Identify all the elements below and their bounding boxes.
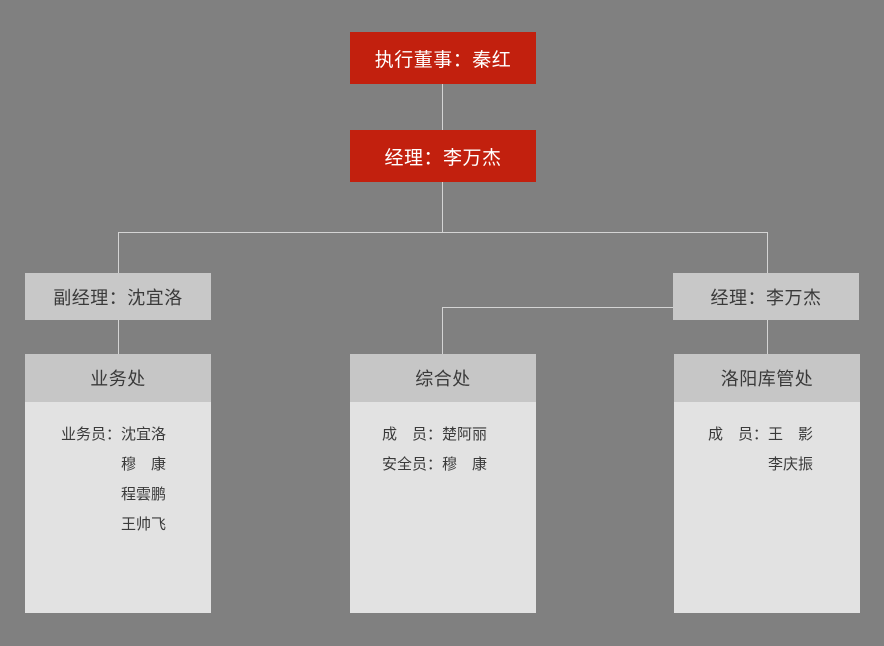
connector-manager-down: [442, 182, 443, 232]
member-row: 成 员： 楚阿丽: [350, 420, 536, 450]
connector-left-branch-to-dept: [118, 320, 119, 354]
member-name: 沈宜洛: [121, 426, 167, 443]
member-name: 楚阿丽: [442, 426, 488, 443]
member-name: 李庆振: [768, 456, 814, 473]
member-name: 王帅飞: [121, 516, 167, 533]
connector-executive-to-manager: [442, 84, 443, 130]
member-row: 安全员： 穆 康: [350, 450, 536, 480]
department-panel-general[interactable]: 综合处 成 员： 楚阿丽 安全员： 穆 康: [350, 354, 536, 613]
member-row: 程雲鹏: [25, 480, 211, 510]
node-deputy-manager[interactable]: 副经理：沈宜洛: [25, 273, 211, 320]
member-role: [61, 510, 121, 540]
member-row: 王帅飞: [25, 510, 211, 540]
connector-bus-middle: [442, 307, 675, 308]
node-manager-label: 经理：李万杰: [384, 147, 502, 169]
department-panel-luoyang-warehouse[interactable]: 洛阳库管处 成 员： 王 影 李庆振: [674, 354, 860, 613]
member-row: 业务员： 沈宜洛: [25, 420, 211, 450]
member-name: 王 影: [768, 426, 814, 443]
department-members-luoyang-warehouse: 成 员： 王 影 李庆振: [674, 402, 860, 613]
connector-bus-to-left-branch: [118, 232, 119, 273]
node-branch-manager[interactable]: 经理：李万杰: [673, 273, 859, 320]
member-role: 成 员：: [382, 426, 443, 443]
member-role: [708, 450, 768, 480]
department-title-business: 业务处: [25, 354, 211, 402]
member-row: 成 员： 王 影: [674, 420, 860, 450]
member-name: 穆 康: [442, 456, 488, 473]
member-name: 穆 康: [121, 456, 167, 473]
connector-bus-top: [118, 232, 768, 233]
connector-bus-to-right-branch: [767, 232, 768, 273]
member-role: 成 员：: [708, 426, 769, 443]
department-title-luoyang-warehouse: 洛阳库管处: [674, 354, 860, 402]
member-role: 安全员：: [382, 456, 443, 473]
node-executive-director-label: 执行董事：秦红: [374, 49, 512, 71]
member-name: 程雲鹏: [121, 486, 167, 503]
department-title-general: 综合处: [350, 354, 536, 402]
node-deputy-manager-label: 副经理：沈宜洛: [53, 287, 183, 308]
node-manager[interactable]: 经理：李万杰: [350, 130, 536, 182]
department-members-general: 成 员： 楚阿丽 安全员： 穆 康: [350, 402, 536, 613]
member-row: 李庆振: [674, 450, 860, 480]
node-branch-manager-label: 经理：李万杰: [710, 287, 822, 308]
member-role: [61, 450, 121, 480]
node-executive-director[interactable]: 执行董事：秦红: [350, 32, 536, 84]
member-role: 业务员：: [61, 426, 122, 443]
member-role: [61, 480, 121, 510]
department-members-business: 业务员： 沈宜洛 穆 康 程雲鹏 王帅飞: [25, 402, 211, 613]
connector-bus-middle-to-dept: [442, 307, 443, 354]
connector-right-branch-to-dept: [767, 320, 768, 354]
member-row: 穆 康: [25, 450, 211, 480]
department-panel-business[interactable]: 业务处 业务员： 沈宜洛 穆 康 程雲鹏 王帅飞: [25, 354, 211, 613]
